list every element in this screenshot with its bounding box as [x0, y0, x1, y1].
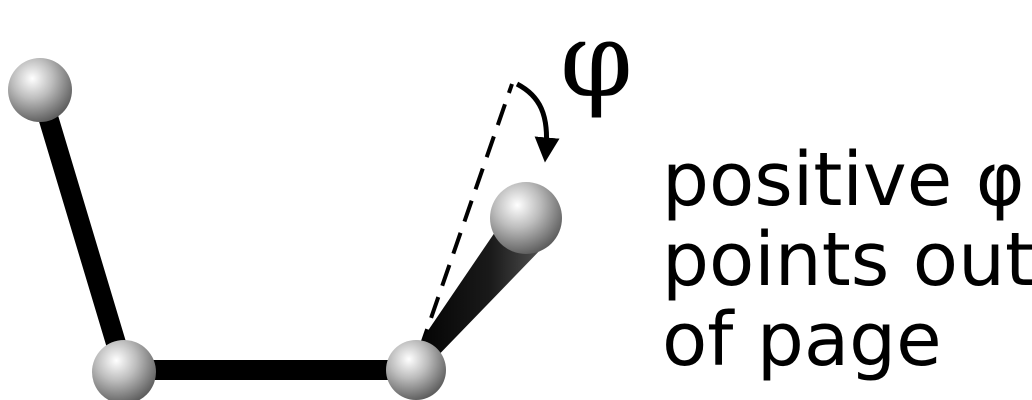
atom-top-left: [8, 58, 72, 122]
atom-out-of-page: [490, 182, 562, 254]
caption-line-1: positive φ: [662, 137, 1025, 223]
bond-left: [30, 80, 134, 380]
dashed-reference-bond: [418, 83, 514, 351]
caption-line-2: points out: [662, 217, 1032, 303]
phi-angle-label: φ: [560, 0, 633, 121]
atom-bottom-right: [386, 340, 446, 400]
caption-line-3: of page: [662, 297, 942, 383]
atom-bottom-left: [92, 340, 156, 400]
rotation-arrow: [515, 81, 560, 163]
